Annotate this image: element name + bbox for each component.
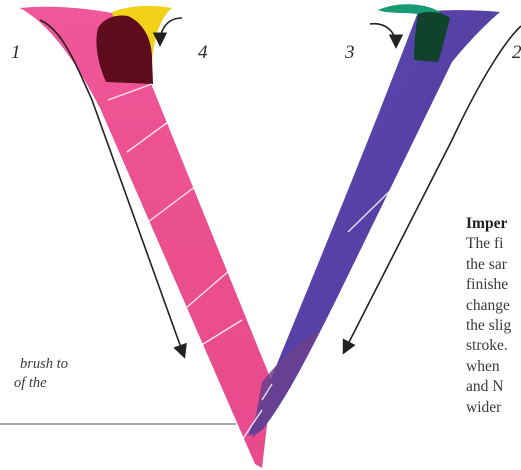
side-text-block: Imper The fi the sar finishe change the … [466,214,521,418]
side-text-line: finishe [466,275,521,295]
side-text-line: when [466,357,521,377]
caption-line: of the [0,374,68,393]
stroke-number-3: 3 [345,43,355,62]
stroke-number-2: 2 [512,43,521,62]
caption-line: brush to [0,355,68,374]
stroke-number-4: 4 [198,43,208,62]
side-text-line: wider [466,398,521,418]
side-text-heading: Imper [466,214,521,234]
arrow-4-icon [160,18,182,44]
stroke-number-1: 1 [11,43,21,62]
side-text-line: and N [466,377,521,397]
side-text-line: stroke. [466,336,521,356]
side-text-line: the sar [466,255,521,275]
caption-block: brush to of the [0,355,68,393]
side-text-line: the slig [466,316,521,336]
side-text-line: The fi [466,234,521,254]
arrow-3-icon [370,24,396,46]
side-text-line: change [466,296,521,316]
